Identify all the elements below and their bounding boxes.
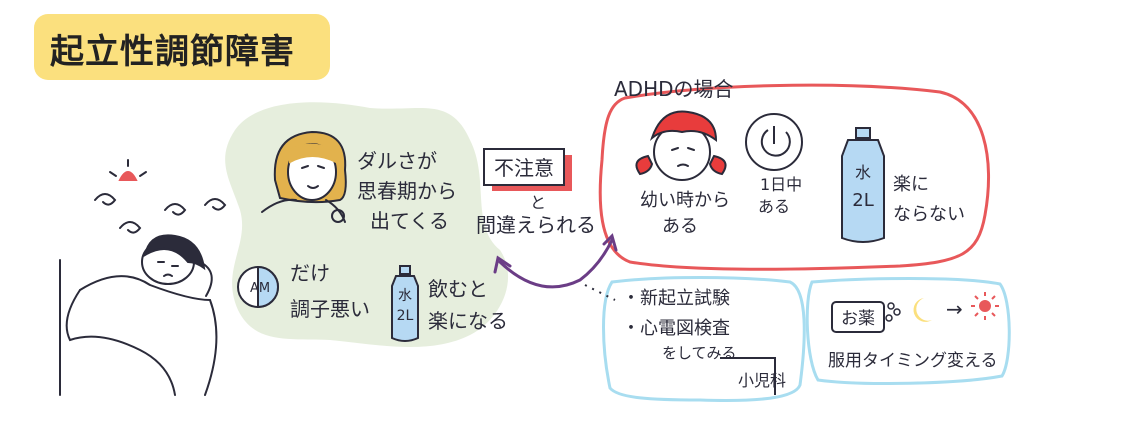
am-only: だけ <box>290 261 330 285</box>
change-timing: 服用タイミング変える <box>828 351 998 371</box>
dotted-connector <box>584 284 616 301</box>
water-bottle-icon <box>391 265 419 342</box>
dizzy-swirl-icon <box>94 193 227 234</box>
all-day1: 1日中 <box>760 175 802 194</box>
test-item1: ・新起立試験 <box>622 288 730 309</box>
morning-clock-icon <box>237 265 279 309</box>
am-label: AM <box>250 281 270 296</box>
medicine-arrow: → <box>946 297 963 321</box>
am-bad: 調子悪い <box>290 297 370 321</box>
test-item2: ・心電図検査 <box>622 318 730 339</box>
pediatrics-frame <box>720 357 776 395</box>
moon-icon <box>913 298 932 322</box>
dull-line3: 出てくる <box>370 209 449 233</box>
all-day2: ある <box>758 197 790 216</box>
water-label3: 水 <box>855 163 871 182</box>
not-easier2: ならない <box>893 204 965 225</box>
inattention-box <box>483 148 572 191</box>
pills-icon <box>885 302 901 322</box>
siren-icon <box>109 159 147 181</box>
not-easier1: 楽に <box>893 174 929 195</box>
water-label4: 2L <box>852 190 873 211</box>
to-label: と <box>530 193 546 212</box>
adhd-heading: ADHDの場合 <box>614 77 734 101</box>
tired-girl-illustration <box>261 130 347 223</box>
try-it: をしてみる <box>662 344 737 362</box>
water-label2: 2L <box>397 308 414 324</box>
mistaken-label: 間違えられる <box>476 213 596 237</box>
all-day-clock-icon <box>745 113 803 171</box>
drink-line2: 楽になる <box>428 309 508 333</box>
pediatrics-label: 小児科 <box>738 371 786 390</box>
since-young1: 幼い時から <box>640 190 730 211</box>
dull-line2: 思春期から <box>357 179 457 203</box>
comparison-arrow <box>493 233 618 289</box>
medicine-outline <box>805 277 1011 385</box>
tests-outline <box>602 276 806 402</box>
medicine-label: お薬 <box>841 309 875 329</box>
adhd-outline <box>598 83 991 271</box>
sun-icon <box>971 292 999 320</box>
sleeping-child-illustration <box>59 159 227 396</box>
water-label1: 水 <box>398 288 412 304</box>
dull-line1: ダルさが <box>357 149 437 173</box>
since-young2: ある <box>662 216 698 237</box>
page-title: 起立性調節障害 <box>50 32 295 72</box>
title-highlight <box>34 14 330 80</box>
inattention-label: 不注意 <box>494 156 554 180</box>
drink-line1: 飲むと <box>428 277 488 301</box>
medicine-box <box>831 301 885 333</box>
water-bottle-icon-2 <box>841 127 885 243</box>
young-girl-illustration <box>635 110 727 181</box>
